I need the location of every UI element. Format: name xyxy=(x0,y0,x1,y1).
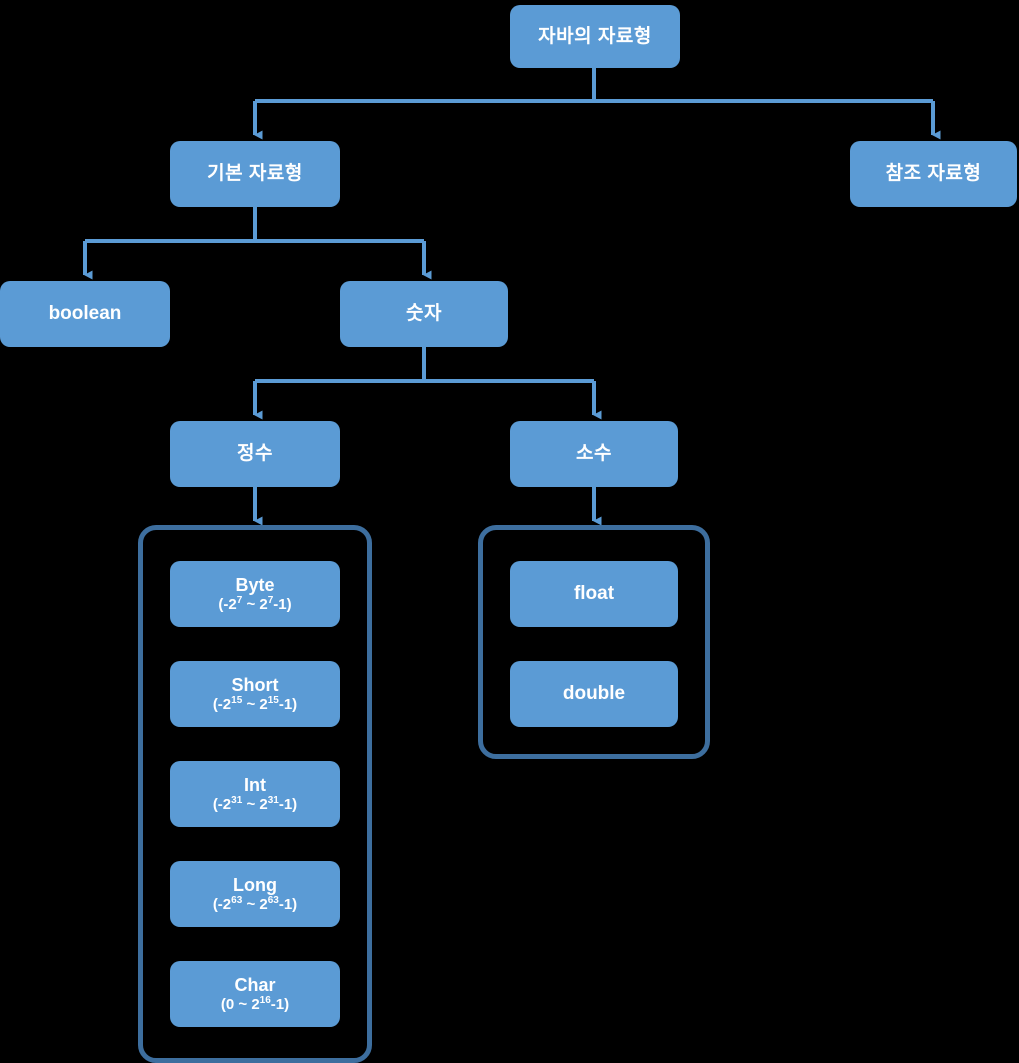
node-double[interactable]: double xyxy=(510,661,678,727)
node-short-label: Short xyxy=(231,674,279,695)
node-primitive-type[interactable]: 기본 자료형 xyxy=(170,141,340,207)
node-long-range: (-263 ~ 263-1) xyxy=(212,895,298,914)
node-char[interactable]: Char (0 ~ 216-1) xyxy=(170,961,340,1027)
node-primitive-type-label: 기본 자료형 xyxy=(207,163,303,185)
node-integer[interactable]: 정수 xyxy=(170,421,340,487)
node-root-label: 자바의 자료형 xyxy=(538,25,652,47)
node-boolean-label: boolean xyxy=(48,303,122,325)
node-long[interactable]: Long (-263 ~ 263-1) xyxy=(170,861,340,927)
node-byte-label: Byte xyxy=(235,574,275,595)
node-byte-range: (-27 ~ 27-1) xyxy=(218,595,292,614)
node-char-label: Char xyxy=(234,974,276,995)
node-int-range: (-231 ~ 231-1) xyxy=(212,795,298,814)
node-boolean[interactable]: boolean xyxy=(0,281,170,347)
integer-types-group xyxy=(138,525,372,1063)
node-number-label: 숫자 xyxy=(406,303,442,325)
node-decimal-label: 소수 xyxy=(576,443,612,465)
node-number[interactable]: 숫자 xyxy=(340,281,508,347)
node-int-label: Int xyxy=(244,774,266,795)
node-reference-type-label: 참조 자료형 xyxy=(885,163,982,185)
node-double-label: double xyxy=(562,683,626,705)
node-root[interactable]: 자바의 자료형 xyxy=(510,5,680,68)
node-short-range: (-215 ~ 215-1) xyxy=(212,695,298,714)
node-short[interactable]: Short (-215 ~ 215-1) xyxy=(170,661,340,727)
node-char-range: (0 ~ 216-1) xyxy=(220,995,290,1014)
node-float[interactable]: float xyxy=(510,561,678,627)
node-reference-type[interactable]: 참조 자료형 xyxy=(850,141,1017,207)
node-long-label: Long xyxy=(233,874,277,895)
node-float-label: float xyxy=(573,583,615,605)
node-decimal[interactable]: 소수 xyxy=(510,421,678,487)
node-byte[interactable]: Byte (-27 ~ 27-1) xyxy=(170,561,340,627)
node-int[interactable]: Int (-231 ~ 231-1) xyxy=(170,761,340,827)
decimal-types-group xyxy=(478,525,710,759)
node-integer-label: 정수 xyxy=(237,443,273,465)
